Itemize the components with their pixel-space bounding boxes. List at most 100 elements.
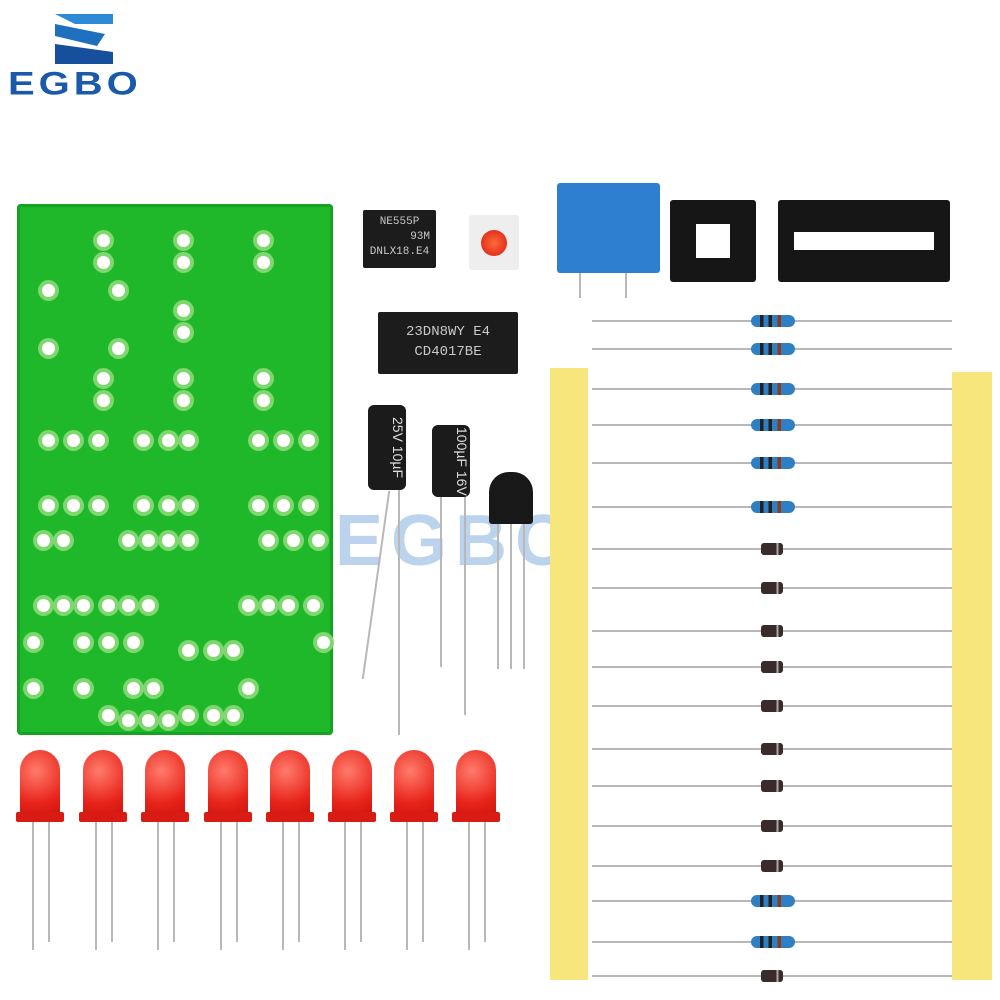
pcb-hole (142, 534, 155, 547)
diode (761, 780, 783, 792)
pcb-hole (252, 499, 265, 512)
diode (761, 860, 783, 872)
pcb-hole (142, 714, 155, 727)
pcb-hole (127, 636, 140, 649)
ic-socket-8pin (670, 200, 756, 282)
pcb-hole (287, 534, 300, 547)
pcb-hole (112, 284, 125, 297)
pcb-hole (102, 599, 115, 612)
pcb-hole (302, 434, 315, 447)
pcb-hole (137, 499, 150, 512)
capacitor-10uf: 25V 10µF (368, 405, 406, 490)
pcb-hole (67, 434, 80, 447)
pcb-hole (77, 682, 90, 695)
pcb-hole (42, 499, 55, 512)
pcb-hole (162, 534, 175, 547)
ic-socket-16pin (778, 200, 950, 282)
pcb-hole (137, 434, 150, 447)
pcb-hole (177, 394, 190, 407)
pcb-hole (257, 256, 270, 269)
pcb-hole (242, 599, 255, 612)
pcb-hole (182, 499, 195, 512)
pcb-hole (37, 599, 50, 612)
pcb-hole (77, 599, 90, 612)
pcb-hole (102, 636, 115, 649)
pcb-hole (177, 304, 190, 317)
pcb-hole (182, 434, 195, 447)
pcb-hole (182, 644, 195, 657)
pcb-hole (207, 644, 220, 657)
capacitor-100uf: 100µF 16V (432, 425, 470, 497)
resistor (751, 343, 795, 355)
pcb-hole (252, 434, 265, 447)
resistor (751, 457, 795, 469)
ne555-line2: 93M (410, 231, 430, 243)
pcb-hole (177, 326, 190, 339)
ne555-chip: NE555P 93M DNLX18.E4 (363, 210, 436, 268)
tape-left (550, 368, 588, 980)
pcb-hole (227, 644, 240, 657)
pcb-hole (97, 394, 110, 407)
pcb-hole (97, 256, 110, 269)
logo (55, 14, 113, 64)
ne555-line1: NE555P (379, 216, 420, 228)
pcb-hole (182, 534, 195, 547)
pcb-hole (162, 714, 175, 727)
pcb-hole (277, 434, 290, 447)
capacitor-100uf-label: 100µF 16V (454, 426, 470, 496)
resistor (751, 315, 795, 327)
pcb-hole (127, 682, 140, 695)
pcb-hole (302, 499, 315, 512)
pcb-hole (77, 636, 90, 649)
diode (761, 820, 783, 832)
pcb-hole (92, 434, 105, 447)
pcb-hole (42, 342, 55, 355)
pcb-hole (177, 256, 190, 269)
cd4017-line1: 23DN8WY E4 (405, 324, 490, 340)
pcb-hole (97, 372, 110, 385)
diode (761, 743, 783, 755)
pcb-hole (227, 709, 240, 722)
pcb-hole (257, 394, 270, 407)
pcb-hole (177, 372, 190, 385)
pcb-hole (262, 534, 275, 547)
pcb-hole (42, 284, 55, 297)
pcb-hole (27, 636, 40, 649)
pcb-hole (67, 499, 80, 512)
pcb-hole (37, 534, 50, 547)
resistor (751, 895, 795, 907)
pcb-hole (307, 599, 320, 612)
logo-mark-icon (55, 14, 113, 64)
pcb-hole (27, 682, 40, 695)
pcb-hole (162, 434, 175, 447)
pcb-hole (42, 434, 55, 447)
pcb-hole (147, 682, 160, 695)
pcb-hole (207, 709, 220, 722)
logo-text: EGBO (8, 66, 142, 102)
resistor (751, 501, 795, 513)
diode (761, 700, 783, 712)
pcb-hole (177, 234, 190, 247)
resistor (751, 383, 795, 395)
diode (761, 543, 783, 555)
pcb-hole (57, 599, 70, 612)
push-button (469, 215, 519, 270)
pcb-hole (262, 599, 275, 612)
resistor (751, 419, 795, 431)
transistor (489, 472, 533, 524)
diode (761, 970, 783, 982)
cd4017-chip: 23DN8WY E4 CD4017BE (378, 312, 518, 374)
tape-right (952, 372, 992, 980)
pcb-hole (282, 599, 295, 612)
pcb-hole (102, 709, 115, 722)
pcb-hole (122, 534, 135, 547)
resistor (751, 936, 795, 948)
pcb-hole (312, 534, 325, 547)
pcb-board (17, 204, 333, 735)
pcb-hole (57, 534, 70, 547)
pcb-hole (122, 599, 135, 612)
diode (761, 625, 783, 637)
diode (761, 661, 783, 673)
pcb-hole (242, 682, 255, 695)
pcb-hole (257, 372, 270, 385)
